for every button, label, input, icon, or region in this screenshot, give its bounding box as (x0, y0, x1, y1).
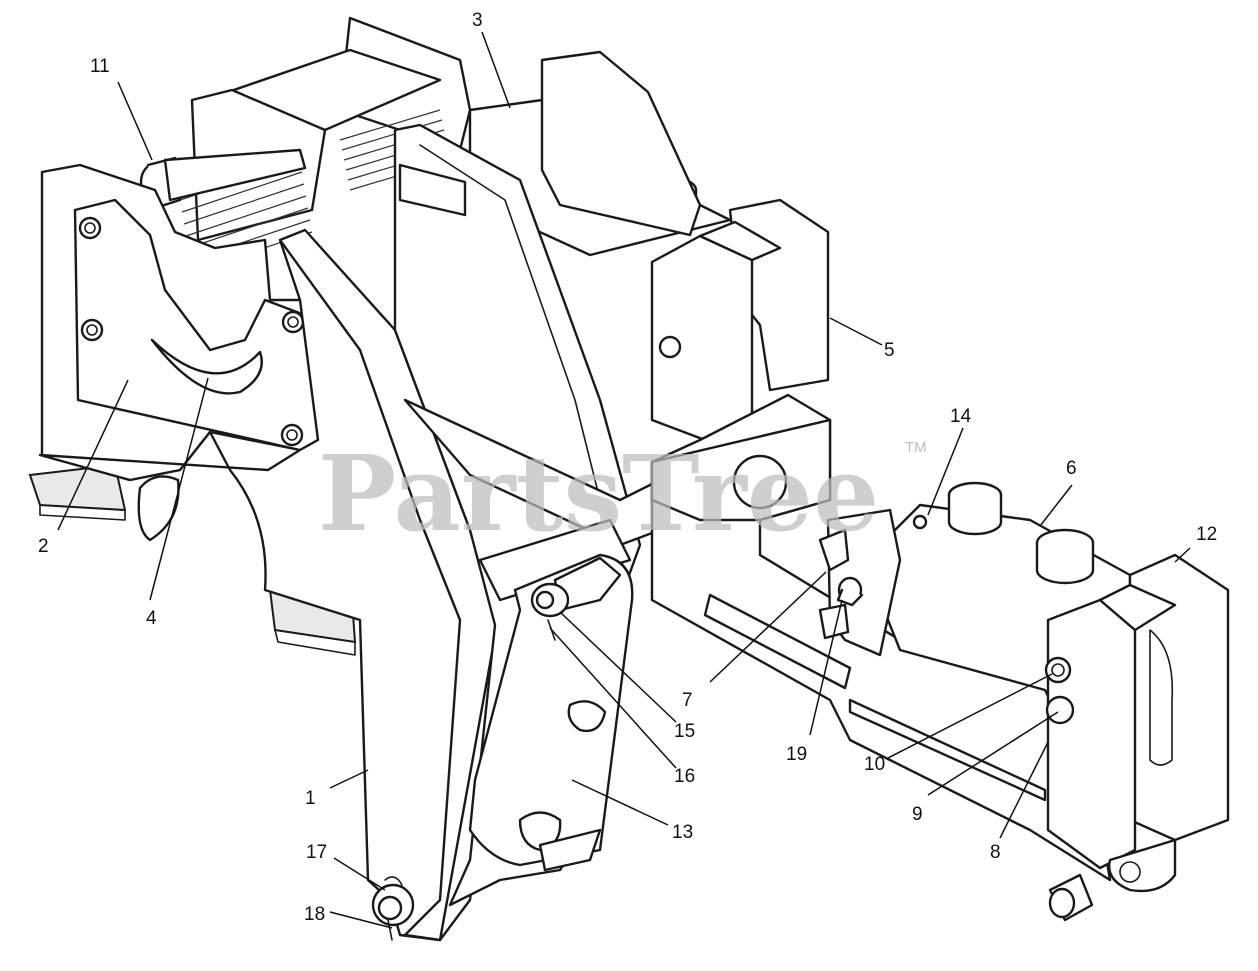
nut-10 (1044, 656, 1072, 684)
upper-clamp-assembly (139, 16, 472, 273)
bolt-head-lower-left (80, 318, 104, 342)
callout-4: 4 (146, 608, 157, 629)
callout-6: 6 (1066, 458, 1077, 479)
callout-labels: 11 3 5 12 6 14 2 4 7 19 15 16 13 10 9 8 … (38, 10, 1217, 925)
parts-tree-watermark: PartsTree TM (318, 432, 927, 555)
callout-19: 19 (786, 744, 807, 765)
front-clevis-12 (1044, 553, 1230, 893)
frame-bore (732, 454, 788, 510)
callout-13: 13 (672, 822, 693, 843)
bottom-pin-assembly (371, 876, 415, 941)
cylinder-port (567, 700, 607, 733)
bolt-head-lower-right (280, 423, 304, 447)
hair-clip-17 (384, 876, 403, 886)
loose-bushing (1048, 873, 1094, 922)
curved-slot-4 (150, 338, 263, 395)
callout-16: 16 (674, 766, 695, 787)
callout-11: 11 (90, 56, 110, 77)
callout-5: 5 (884, 340, 895, 361)
callout-17: 17 (306, 842, 327, 863)
lower-cylinder-13 (468, 553, 634, 872)
grease-fitting-14 (912, 514, 928, 530)
callout-1: 1 (305, 788, 316, 809)
lynch-pin-18 (387, 919, 393, 941)
washer-9 (1045, 695, 1075, 725)
callout-7: 7 (682, 690, 693, 711)
bolt-head-upper-right (281, 310, 305, 334)
frame-slot (703, 593, 852, 690)
clevis-hole (658, 335, 682, 359)
rear-cylinder-assembly (468, 50, 732, 257)
callout-leaders (57, 31, 1191, 929)
bracket-7 (818, 508, 902, 657)
callout-12: 12 (1196, 524, 1217, 545)
callout-3: 3 (472, 10, 483, 31)
rear-clevis-5 (650, 198, 830, 442)
callout-15: 15 (674, 721, 695, 742)
callout-9: 9 (912, 804, 923, 825)
callout-8: 8 (990, 842, 1001, 863)
callout-14: 14 (950, 406, 972, 427)
bolt-head-upper-left (78, 216, 102, 240)
watermark-text: PartsTree (318, 432, 879, 555)
top-tab-block (398, 163, 467, 217)
callout-10: 10 (864, 754, 885, 775)
callout-18: 18 (304, 904, 325, 925)
left-clamp-plate-2 (40, 163, 320, 482)
callout-2: 2 (38, 536, 49, 557)
watermark-trademark: TM (905, 439, 927, 456)
